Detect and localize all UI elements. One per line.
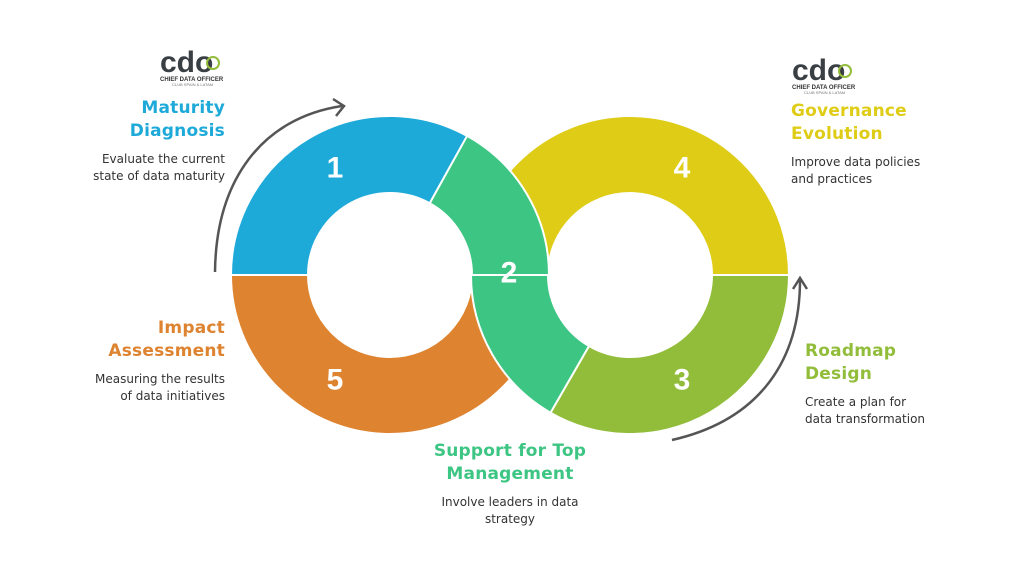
title-line: Diagnosis xyxy=(129,121,225,141)
title-line: Design xyxy=(805,364,873,384)
desc-line: Improve data policies xyxy=(791,155,921,169)
desc-line: Create a plan for xyxy=(805,395,907,409)
segment-5-impact-assessment xyxy=(229,274,551,435)
step-number-5: 5 xyxy=(327,364,344,397)
step-number-4: 4 xyxy=(674,152,691,185)
title-line: Support for Top xyxy=(433,441,587,461)
segment-2-support-top-management-lower xyxy=(469,274,591,415)
svg-text:CLUB SPAIN & LATAM: CLUB SPAIN & LATAM xyxy=(804,90,845,95)
title-line: Assessment xyxy=(108,341,225,361)
desc-line: Measuring the results xyxy=(95,372,225,386)
segment-4-governance-evolution xyxy=(469,115,791,276)
desc-line: of data initiatives xyxy=(120,389,225,403)
step-number-1: 1 xyxy=(327,152,344,185)
desc-line: and practices xyxy=(791,172,873,186)
svg-text:CLUB SPAIN & LATAM: CLUB SPAIN & LATAM xyxy=(172,82,213,87)
desc-line: Evaluate the current xyxy=(101,152,225,166)
desc-line: Involve leaders in data xyxy=(441,495,579,509)
step-4-description: Improve data policies and practices xyxy=(791,154,920,188)
title-line: Management xyxy=(446,464,574,484)
right-cycle-arrow xyxy=(671,279,802,442)
title-line: Impact xyxy=(157,318,225,338)
desc-line: data transformation xyxy=(805,412,926,426)
step-number-2: 2 xyxy=(501,257,518,290)
title-line: Roadmap xyxy=(805,341,897,361)
title-line: Governance xyxy=(791,101,907,121)
left-arrowhead-icon xyxy=(332,97,346,117)
title-line: Evolution xyxy=(791,124,883,144)
step-1-description: Evaluate the current state of data maturi… xyxy=(93,151,225,185)
cdo-logo-left: cdo CHIEF DATA OFFICER CLUB SPAIN & LATA… xyxy=(160,46,224,87)
step-5-description: Measuring the results of data initiatives xyxy=(95,371,225,405)
svg-text:cdo: cdo xyxy=(792,54,845,87)
segment-2-support-top-management-upper xyxy=(428,134,551,276)
svg-text:CHIEF DATA OFFICER: CHIEF DATA OFFICER xyxy=(792,85,856,91)
svg-text:cdo: cdo xyxy=(160,46,213,79)
step-3-description: Create a plan for data transformation xyxy=(805,394,925,428)
step-number-3: 3 xyxy=(674,364,691,397)
left-cycle-arrow xyxy=(213,104,343,273)
desc-line: strategy xyxy=(484,512,536,526)
right-arrowhead-icon xyxy=(791,275,809,290)
segment-1-maturity-diagnosis xyxy=(229,115,469,276)
desc-line: state of data maturity xyxy=(93,169,225,183)
segment-3-roadmap-design xyxy=(549,274,791,435)
step-2-description: Involve leaders in data strategy xyxy=(410,494,610,528)
svg-text:CHIEF DATA OFFICER: CHIEF DATA OFFICER xyxy=(160,77,224,83)
cdo-logo-right: cdo CHIEF DATA OFFICER CLUB SPAIN & LATA… xyxy=(792,54,856,95)
title-line: Maturity xyxy=(141,98,225,118)
